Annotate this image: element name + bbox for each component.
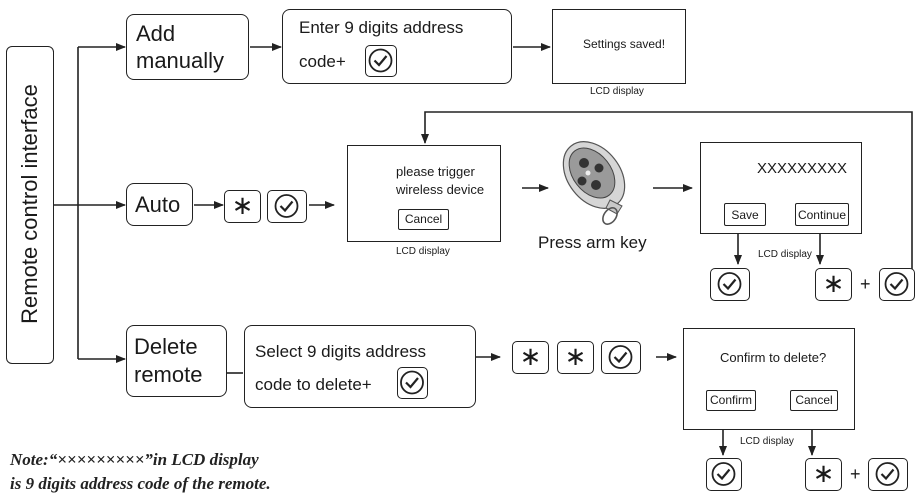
press-arm-key-caption: Press arm key <box>538 233 647 252</box>
lcd-code-placeholder: XXXXXXXXX <box>757 160 848 177</box>
lcd-address-code: XXXXXXXXX Save Continue <box>700 142 862 234</box>
remote-keyfob-image <box>562 141 626 225</box>
check-icon <box>400 370 424 395</box>
select-code-line2: code to delete+ <box>255 375 372 394</box>
auto-label: Auto <box>135 192 181 217</box>
select-code-box: Select 9 digits address code to delete+ <box>244 325 476 408</box>
check-icon <box>608 345 633 369</box>
lcd-caption: LCD display <box>740 436 794 447</box>
check-icon <box>368 48 393 73</box>
ok-key-icon[interactable] <box>879 268 915 301</box>
continue-button[interactable]: Continue <box>795 203 849 226</box>
ok-key-icon[interactable] <box>868 458 908 491</box>
check-icon <box>274 194 299 218</box>
root-box: Remote control interface <box>6 46 54 364</box>
star-key-icon[interactable]: ∗ <box>224 190 261 223</box>
check-icon <box>875 462 900 486</box>
ok-key-icon[interactable] <box>710 268 750 301</box>
lcd-trigger-line2: wireless device <box>396 182 485 197</box>
delete-remote-label-line1: Delete <box>134 334 198 359</box>
ok-key-icon[interactable] <box>365 45 397 77</box>
lcd-caption: LCD display <box>396 246 450 257</box>
add-manually-label-line1: Add <box>136 21 176 46</box>
lcd-confirm-delete: Confirm to delete? Confirm Cancel <box>683 328 855 430</box>
footnote: Note:“×××××××××”in LCD display is 9 digi… <box>10 448 271 496</box>
star-key-icon[interactable]: ∗ <box>512 341 549 374</box>
root-label: Remote control interface <box>17 84 42 324</box>
lcd-cancel-button[interactable]: Cancel <box>398 209 449 230</box>
check-icon <box>711 462 736 486</box>
lcd-trigger-line1: please trigger <box>396 164 475 179</box>
check-icon <box>884 272 909 296</box>
add-manually-label-line2: manually <box>136 48 225 73</box>
ok-key-icon[interactable] <box>397 367 428 399</box>
footnote-line1: Note:“×××××××××”in LCD display <box>10 450 259 469</box>
ok-key-icon[interactable] <box>706 458 742 491</box>
enter-code-line2: code+ <box>299 52 346 71</box>
star-key-icon[interactable]: ∗ <box>805 458 842 491</box>
lcd-confirm-message: Confirm to delete? <box>720 350 827 365</box>
loop-back-arrow <box>421 111 913 278</box>
ok-key-icon[interactable] <box>267 190 307 223</box>
delete-remote-label-line2: remote <box>134 362 203 387</box>
cancel-button[interactable]: Cancel <box>790 390 838 411</box>
plus-sign: + <box>850 464 861 484</box>
lcd-caption: LCD display <box>590 86 644 97</box>
save-button[interactable]: Save <box>724 203 766 226</box>
lcd-caption: LCD display <box>758 249 812 260</box>
enter-code-box: Enter 9 digits address code+ <box>282 9 512 84</box>
ok-key-icon[interactable] <box>601 341 641 374</box>
plus-sign: + <box>860 274 871 294</box>
lcd-trigger-wireless: please trigger wireless device Cancel <box>347 145 501 242</box>
select-code-line1: Select 9 digits address <box>255 342 427 361</box>
star-key-icon[interactable]: ∗ <box>815 268 852 301</box>
check-icon <box>717 272 742 296</box>
delete-remote-box[interactable]: Delete remote <box>126 325 227 397</box>
confirm-button[interactable]: Confirm <box>706 390 756 411</box>
lcd-settings-saved: Settings saved! <box>552 9 686 84</box>
star-key-icon[interactable]: ∗ <box>557 341 594 374</box>
lcd-message: Settings saved! <box>583 37 666 51</box>
enter-code-line1: Enter 9 digits address <box>299 18 464 37</box>
footnote-line2: is 9 digits address code of the remote. <box>10 474 271 493</box>
auto-box[interactable]: Auto <box>126 183 193 226</box>
add-manually-box[interactable]: Add manually <box>126 14 249 80</box>
